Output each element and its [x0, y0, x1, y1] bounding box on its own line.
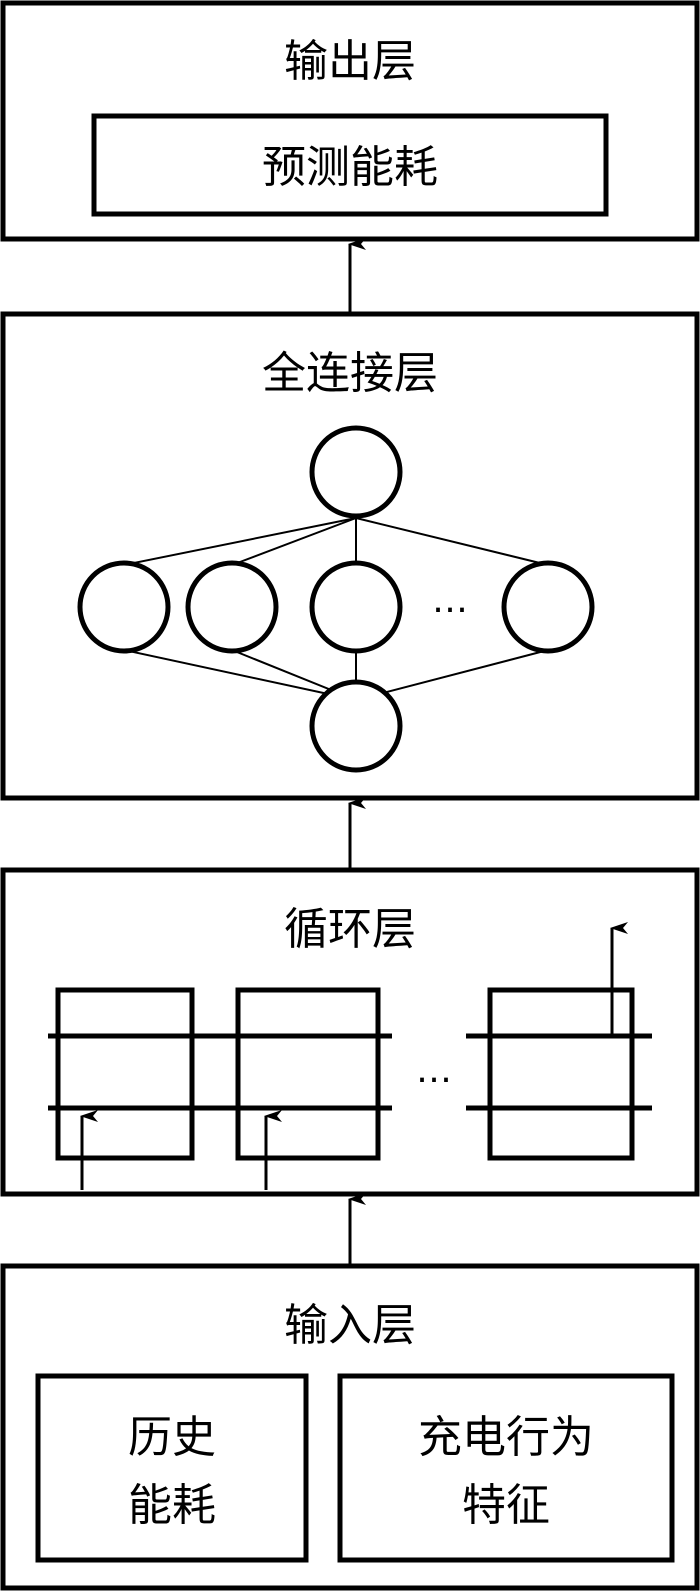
fc-edge: [123, 649, 357, 701]
fully-connected-layer: 全连接层 …: [0, 311, 700, 801]
input-layer-title: 输入层: [284, 1300, 416, 1351]
input-layer: 输入层 历史 能耗 充电行为 特征: [0, 1263, 700, 1591]
recurrent-state-lines: [48, 1033, 652, 1111]
charging-behavior-label-line1: 充电行为: [418, 1412, 594, 1463]
fc-neuron-hidden-1: [77, 560, 171, 654]
fc-edge: [123, 517, 357, 566]
charging-behavior-box: [337, 1373, 675, 1563]
fc-edge: [355, 649, 549, 701]
fc-edge: [231, 517, 357, 566]
fc-edge: [355, 517, 549, 566]
recurrent-ellipsis: …: [416, 1050, 456, 1091]
fc-neuron-hidden-n: [501, 560, 595, 654]
charging-behavior-label-line2: 特征: [462, 1480, 550, 1531]
output-layer-title: 输出层: [284, 36, 416, 87]
fc-neuron-hidden-3: [309, 560, 403, 654]
fully-connected-layer-title: 全连接层: [262, 348, 438, 399]
fc-neuron-top: [309, 425, 403, 519]
recurrent-layer: 循环层 …: [0, 867, 700, 1197]
recurrent-cell-1: [55, 987, 195, 1161]
predicted-energy-label: 预测能耗: [262, 142, 438, 193]
output-layer: 输出层 预测能耗: [0, 0, 700, 242]
predicted-energy-box: [91, 113, 609, 217]
fc-neuron-hidden-2: [185, 560, 279, 654]
fc-connections: [123, 517, 549, 701]
fc-ellipsis: …: [432, 580, 472, 621]
historical-energy-label-line1: 历史: [128, 1412, 216, 1463]
historical-energy-label-line2: 能耗: [128, 1480, 216, 1531]
input-layer-frame: [0, 1263, 700, 1591]
fc-neuron-bottom: [309, 679, 403, 773]
historical-energy-box: [35, 1373, 309, 1563]
recurrent-layer-title: 循环层: [284, 904, 416, 955]
recurrent-cell-2: [235, 987, 381, 1161]
recurrent-cell-n: [487, 987, 635, 1161]
